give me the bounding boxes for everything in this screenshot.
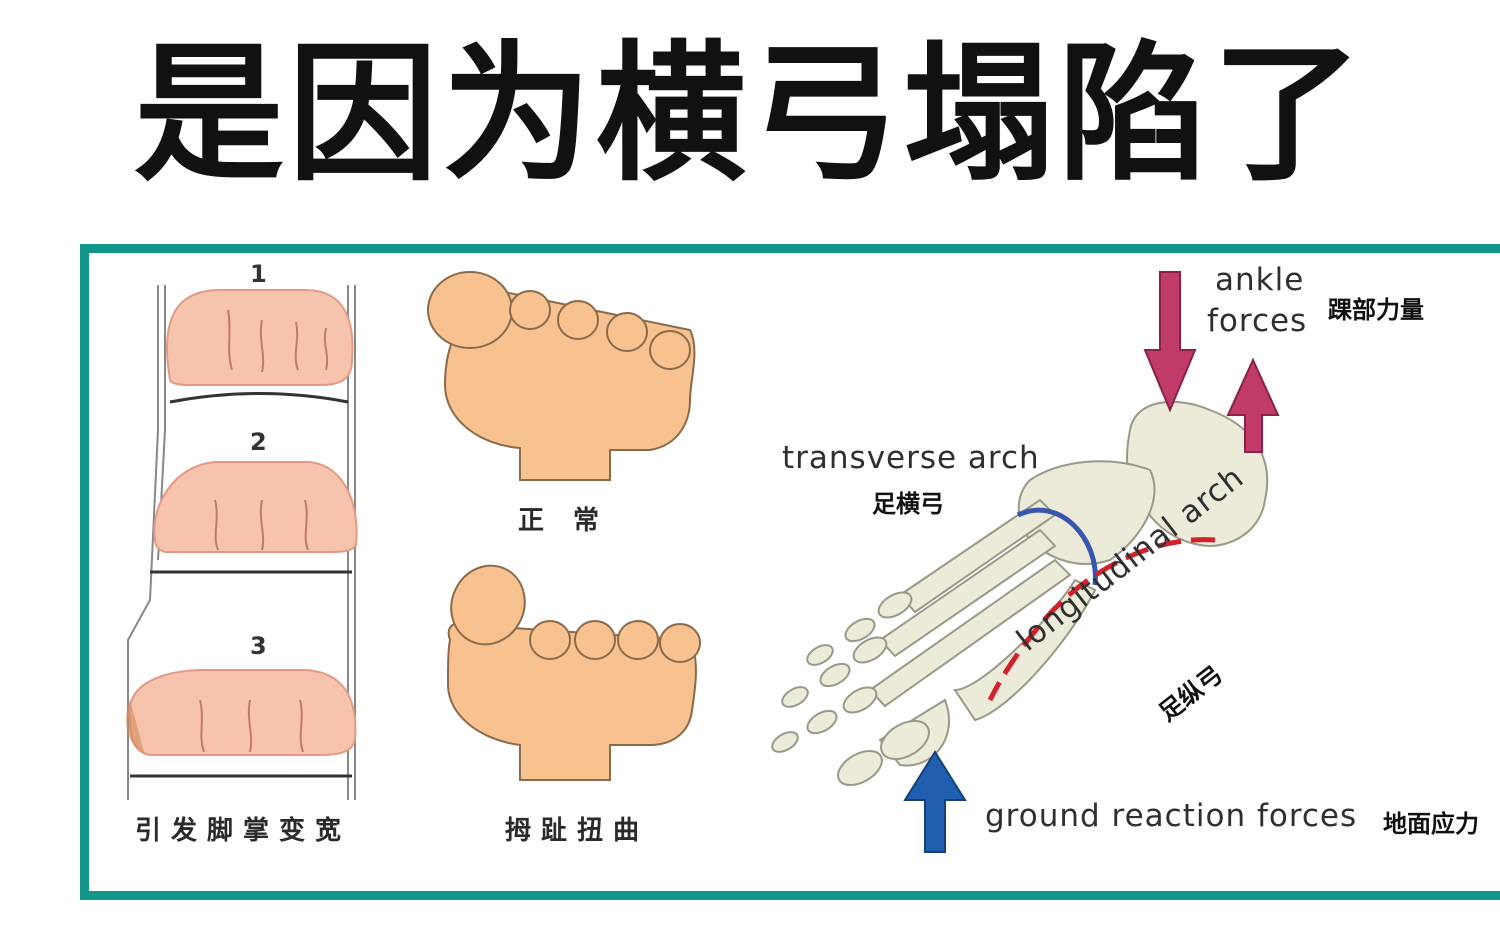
foot-diagram-3 [126,670,355,776]
normal-foot-diagram [428,272,694,480]
step-number-2: 2 [250,428,267,456]
step-number-1: 1 [250,260,267,288]
hallux-valgus-foot-diagram [438,554,700,780]
foot-diagram-1 [167,290,352,402]
ankle-forces-cn-label: 踝部力量 [1328,290,1424,325]
hallux-caption: 拇趾扭曲 [505,810,649,847]
widening-caption: 引发脚掌变宽 [135,810,351,847]
normal-caption: 正 常 [518,500,609,537]
step-number-3: 3 [250,632,267,660]
ankle-force-arrow-down [1145,272,1195,410]
ground-forces-cn-label: 地面应力 [1383,804,1479,839]
width-arrow-1 [170,394,348,403]
ground-forces-label: ground reaction forces [985,798,1357,834]
transverse-arch-label: transverse arch [782,440,1040,476]
ankle-forces-label-line2: forces [1207,303,1307,339]
transverse-arch-cn-label: 足横弓 [872,484,944,519]
ankle-forces-label-line1: ankle [1215,262,1304,298]
ground-force-arrow [905,752,965,852]
foot-diagram-2 [150,462,357,572]
